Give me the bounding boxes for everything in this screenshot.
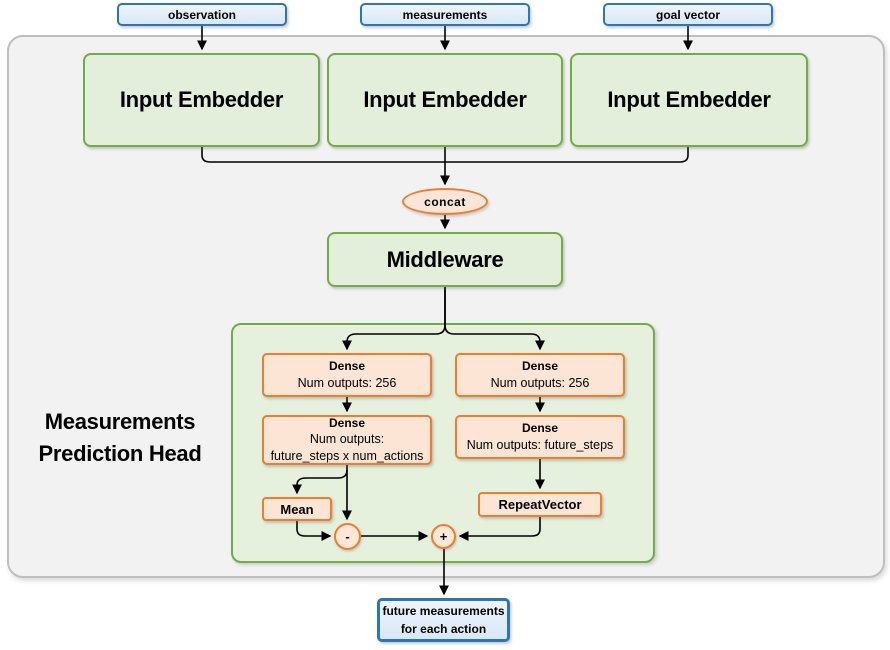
repeat-vector-box: RepeatVector [478, 492, 602, 517]
dense-right-future-steps: Dense Num outputs: future_steps [455, 415, 625, 459]
input-label-goal-vector: goal vector [603, 3, 773, 26]
dense-title: Dense [521, 358, 559, 373]
output-line2: for each action [400, 622, 487, 636]
dense-subtitle: Num outputs: [309, 432, 385, 447]
dense-left-256: Dense Num outputs: 256 [262, 353, 432, 397]
head-title: Measurements Prediction Head [38, 409, 202, 466]
concat-node: concat [402, 188, 488, 215]
mean-box: Mean [262, 497, 332, 521]
input-embedder-measurements: Input Embedder [327, 53, 563, 147]
dense-left-actions: Dense Num outputs: future_steps x num_ac… [262, 415, 432, 465]
dense-subtitle: Num outputs: future_steps [466, 437, 614, 452]
dense-subtitle: Num outputs: 256 [297, 375, 397, 390]
input-embedder-goal-vector: Input Embedder [570, 53, 808, 147]
dense-title: Dense [521, 420, 559, 435]
output-line1: future measurements [382, 604, 505, 618]
input-label-observation: observation [117, 3, 287, 26]
output-label-future-measurements: future measurements for each action [377, 598, 510, 642]
dense-right-256: Dense Num outputs: 256 [455, 353, 625, 397]
dense-title: Dense [328, 358, 366, 373]
middleware-box: Middleware [327, 232, 563, 287]
input-embedder-observation: Input Embedder [83, 53, 320, 147]
dense-title: Dense [328, 415, 366, 430]
plus-node: + [431, 524, 456, 549]
dense-subtitle2: future_steps x num_actions [270, 448, 424, 463]
dense-subtitle: Num outputs: 256 [490, 375, 590, 390]
input-label-measurements: measurements [360, 3, 530, 26]
minus-node: - [334, 523, 361, 550]
